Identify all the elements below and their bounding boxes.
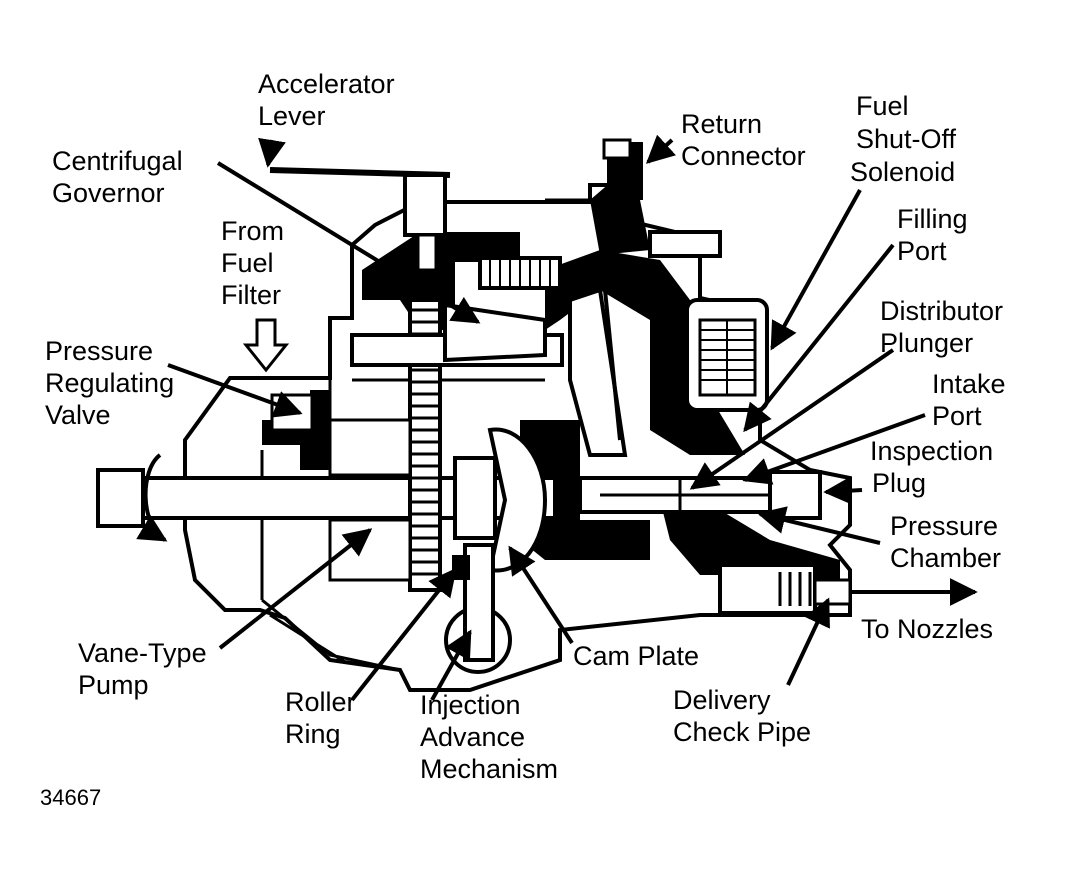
accelerator-shaft bbox=[416, 233, 438, 272]
solenoid-windings bbox=[700, 320, 755, 395]
label-line: Filter bbox=[221, 280, 281, 310]
accelerator-pivot bbox=[403, 173, 447, 237]
label-line: Filling bbox=[897, 204, 968, 234]
label-line: Connector bbox=[681, 141, 806, 171]
label-line: Vane-Type bbox=[78, 638, 207, 668]
label-line: Solenoid bbox=[850, 157, 956, 187]
label-line: Advance bbox=[420, 722, 526, 752]
leader-pressure-chamber bbox=[757, 506, 881, 545]
label-line: Regulating bbox=[45, 368, 175, 398]
fuel-chamber-lower bbox=[520, 420, 650, 560]
leader-fuel-shutoff-solenoid bbox=[770, 189, 862, 351]
label-line: Check Pipe bbox=[673, 717, 812, 747]
roller-ring-part bbox=[452, 555, 470, 580]
vane-pump-body bbox=[328, 418, 412, 477]
label-to-nozzles: To Nozzles bbox=[861, 614, 994, 644]
label-line: Fuel bbox=[221, 248, 274, 278]
leader-delivery-check-pipe bbox=[786, 597, 830, 686]
label-line: From bbox=[221, 216, 284, 246]
label-line: Delivery bbox=[673, 685, 771, 715]
label-inspection-plug: Inspection Plug bbox=[870, 435, 993, 499]
lever-rod bbox=[603, 289, 622, 441]
label-centrifugal-governor: Centrifugal Governor bbox=[52, 145, 183, 209]
label-line: Centrifugal bbox=[52, 146, 183, 176]
base-plate bbox=[261, 598, 401, 672]
leader-vane-type-pump bbox=[218, 528, 373, 650]
label-roller-ring: Roller Ring bbox=[285, 686, 356, 750]
label-line: Injection bbox=[420, 690, 521, 720]
label-line: Accelerator bbox=[258, 69, 395, 99]
figure-id: 34667 bbox=[40, 785, 102, 810]
label-accelerator-lever: Accelerator Lever bbox=[258, 68, 395, 132]
coupling-block bbox=[453, 456, 497, 540]
rotation-arrow bbox=[136, 453, 168, 542]
delivery-spring bbox=[778, 572, 812, 606]
label-line: Pressure bbox=[890, 511, 999, 541]
label-fuel-shutoff-solenoid: Fuel Shut-Off Solenoid bbox=[850, 90, 956, 189]
label-intake-port: Intake Port bbox=[932, 368, 1006, 432]
delivery-outlet bbox=[813, 578, 852, 606]
label-line: Governor bbox=[52, 178, 165, 208]
label-from-fuel-filter: From Fuel Filter bbox=[221, 215, 284, 311]
leader-intake-port bbox=[742, 413, 926, 485]
label-line: Chamber bbox=[890, 543, 1002, 573]
label-line: Valve bbox=[45, 400, 111, 430]
leader-centrifugal-governor bbox=[216, 161, 481, 324]
label-line: Port bbox=[897, 236, 947, 266]
spring-adjust-bolt bbox=[648, 230, 722, 258]
label-line: Mechanism bbox=[420, 754, 559, 784]
label-return-connector: Return Connector bbox=[681, 108, 806, 172]
label-line: Plunger bbox=[880, 328, 974, 358]
leader-distributor-plunger bbox=[689, 348, 895, 490]
label-cam-plate: Cam Plate bbox=[573, 641, 700, 671]
label-line: Distributor bbox=[880, 296, 1004, 326]
label-pressure-chamber: Pressure Chamber bbox=[890, 510, 1001, 574]
spring-coils bbox=[489, 258, 551, 288]
label-pressure-regulating-valve: Pressure Regulating Valve bbox=[45, 335, 174, 431]
leader-inspection-plug bbox=[823, 476, 863, 505]
label-delivery-check-pipe: Delivery Check Pipe bbox=[673, 684, 811, 748]
leader-lines bbox=[167, 134, 978, 702]
label-line: Intake bbox=[932, 369, 1006, 399]
return-connector-cap bbox=[602, 138, 632, 160]
label-line: Shut-Off bbox=[856, 124, 957, 154]
label-line: Ring bbox=[285, 719, 341, 749]
leader-pressure-regulating-valve bbox=[167, 363, 303, 418]
label-injection-advance-mechanism: Injection Advance Mechanism bbox=[420, 689, 558, 785]
plunger-lines bbox=[600, 478, 770, 512]
label-line: Plug bbox=[872, 468, 927, 498]
label-line: Pressure bbox=[45, 336, 154, 366]
label-line: Lever bbox=[258, 101, 326, 131]
inspection-plug-bolt bbox=[768, 470, 822, 520]
high-pressure-passage bbox=[660, 500, 840, 580]
leader-cam-plate bbox=[508, 545, 574, 645]
leader-filling-port bbox=[743, 243, 895, 433]
label-line: Roller bbox=[285, 687, 356, 717]
from-fuel-filter-arrow bbox=[242, 318, 290, 373]
leader-roller-ring bbox=[350, 567, 457, 702]
governor-lever bbox=[568, 287, 628, 457]
regulating-valve bbox=[270, 393, 314, 432]
cam-plate-shape bbox=[487, 427, 548, 573]
label-line: Fuel bbox=[856, 91, 909, 121]
label-distributor-plunger: Distributor Plunger bbox=[880, 295, 1003, 359]
label-filling-port: Filling Port bbox=[897, 203, 968, 267]
label-line: Inspection bbox=[870, 436, 994, 466]
leader-return-connector bbox=[645, 134, 677, 164]
label-line: Pump bbox=[78, 670, 149, 700]
label-line: Return bbox=[681, 109, 763, 139]
leader-injection-advance bbox=[430, 629, 472, 701]
label-line: Port bbox=[932, 401, 982, 431]
label-vane-type-pump: Vane-Type Pump bbox=[78, 637, 207, 701]
shaft-nut bbox=[96, 468, 145, 528]
leader-accelerator-lever bbox=[258, 137, 286, 168]
